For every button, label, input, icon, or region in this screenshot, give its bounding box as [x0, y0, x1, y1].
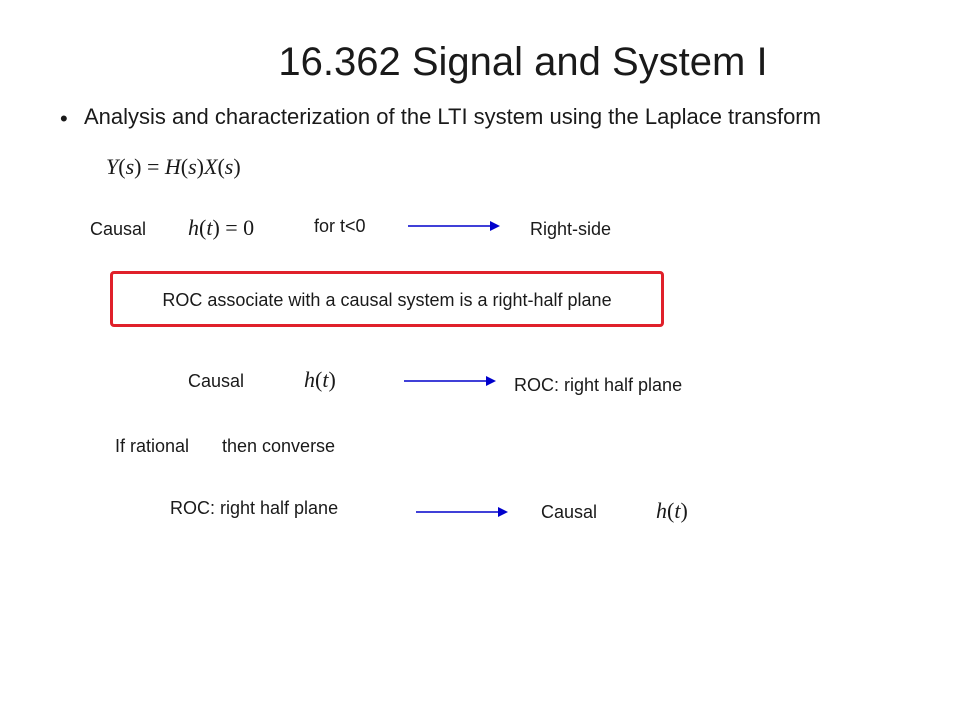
condition-text: for t<0	[314, 216, 366, 236]
slide-title: 16.362 Signal and System I	[278, 40, 768, 84]
bullet-text: Analysis and characterization of the LTI…	[84, 104, 821, 129]
highlight-text: ROC associate with a causal system is a …	[162, 290, 612, 310]
right-side-text: Right-side	[530, 219, 612, 239]
arrow-right-icon-2	[404, 376, 496, 386]
causal-label-1: Causal	[90, 219, 147, 239]
causal-label-2: Causal	[188, 371, 245, 391]
math-h-t-2: h(t)	[304, 367, 336, 392]
then-converse-text: then converse	[222, 436, 336, 456]
math-h-t-3: h(t)	[656, 498, 688, 523]
if-rational-text: If rational	[115, 436, 190, 456]
roc-right-half-plane-text-2: ROC: right half plane	[170, 498, 339, 518]
arrow-right-icon-3	[416, 507, 508, 517]
math-h-t-zero: h(t) = 0	[188, 215, 255, 240]
equation-transfer: Y(s) = H(s)X(s)	[106, 154, 241, 179]
roc-right-half-plane-text-1: ROC: right half plane	[514, 375, 683, 395]
highlight-box	[110, 271, 664, 327]
causal-label-3: Causal	[541, 502, 598, 522]
bullet-icon: •	[60, 106, 68, 131]
arrow-right-icon-1	[408, 221, 500, 231]
